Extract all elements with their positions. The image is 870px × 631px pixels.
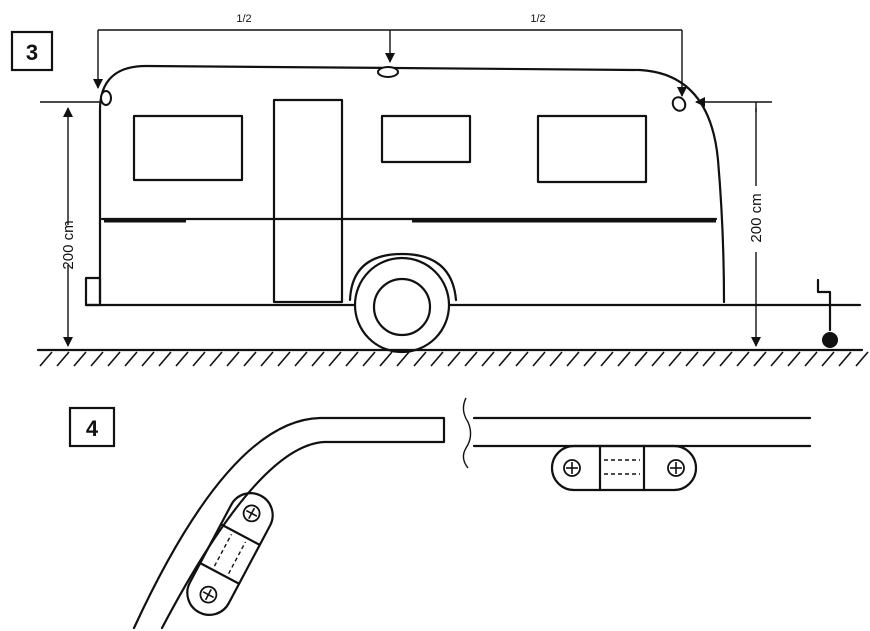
roof-marker-left: [100, 90, 112, 106]
ground-hatch: [583, 351, 597, 367]
ground-hatch: [73, 351, 87, 367]
ground-hatch: [464, 351, 478, 367]
ground-hatch: [736, 351, 750, 367]
window-left: [132, 114, 244, 182]
roof-marker-center: [377, 66, 399, 78]
screw-icon: [199, 585, 218, 604]
ground-hatch: [107, 351, 121, 367]
left-height-dimension: 200 cm: [40, 101, 100, 347]
corner-rail: [132, 416, 446, 630]
ground-hatch: [617, 351, 631, 367]
ground-hatch: [719, 351, 733, 367]
screw-icon: [667, 459, 685, 477]
caravan-body: [84, 64, 862, 307]
ground-hatch: [804, 351, 818, 367]
right-height-label: 200 cm: [748, 193, 765, 242]
ground-hatch: [90, 351, 104, 367]
ground-hatch: [294, 351, 308, 367]
figure-4: 4: [68, 397, 812, 630]
ground-hatch: [753, 351, 767, 367]
window-center: [380, 114, 472, 164]
screw-icon: [563, 459, 581, 477]
ground-line: [36, 348, 869, 367]
ground-hatch: [549, 351, 563, 367]
left-height-label: 200 cm: [60, 220, 77, 269]
ground-hatch: [651, 351, 665, 367]
ground-hatch: [311, 351, 325, 367]
ground-hatch: [787, 351, 801, 367]
ground-hatch: [158, 351, 172, 367]
ground-hatch: [770, 351, 784, 367]
right-height-dimension: 200 cm: [695, 97, 772, 347]
ground-hatch: [515, 351, 529, 367]
ground-hatch: [413, 351, 427, 367]
figure-4-number: 4: [86, 416, 99, 441]
ground-hatch: [328, 351, 342, 367]
half-label-left: 1/2: [236, 13, 251, 25]
ground-hatch: [362, 351, 376, 367]
ground-hatch: [566, 351, 580, 367]
ground-hatch: [702, 351, 716, 367]
ground-hatch: [498, 351, 512, 367]
ground-hatch: [685, 351, 699, 367]
ground-hatch: [175, 351, 189, 367]
ground-hatch: [855, 351, 869, 367]
half-label-right: 1/2: [530, 13, 545, 25]
figure-4-label-box: [68, 406, 116, 448]
width-dimension: 1/2 1/2: [93, 13, 687, 97]
figure-3-number: 3: [26, 40, 38, 65]
ground-hatch: [192, 351, 206, 367]
ground-hatch: [243, 351, 257, 367]
ground-hatch: [447, 351, 461, 367]
ground-hatch: [277, 351, 291, 367]
break-mark: [462, 397, 472, 469]
ground-hatch: [634, 351, 648, 367]
ground-hatch: [430, 351, 444, 367]
ground-hatch: [39, 351, 53, 367]
figure-3: 3 1/2 1/2 200 cm 200 cm: [10, 13, 869, 367]
roof-marker-right: [671, 96, 687, 112]
door: [272, 98, 344, 304]
ground-hatch: [141, 351, 155, 367]
ground-hatch: [821, 351, 835, 367]
wheel: [348, 252, 458, 354]
ground-hatch: [260, 351, 274, 367]
window-right: [536, 114, 648, 184]
corner-rail-clip: [186, 492, 274, 616]
screw-icon: [242, 504, 261, 523]
ground-hatch: [56, 351, 70, 367]
figure-3-label-box: [10, 30, 54, 72]
ground-hatch: [226, 351, 240, 367]
ground-hatch: [668, 351, 682, 367]
ground-hatch: [209, 351, 223, 367]
straight-rail: [472, 416, 812, 448]
ground-hatch: [600, 351, 614, 367]
straight-rail-clip: [550, 444, 698, 492]
ground-hatch: [345, 351, 359, 367]
ground-hatch: [379, 351, 393, 367]
ground-hatch: [396, 351, 410, 367]
jockey-wheel: [816, 278, 838, 348]
ground-hatch: [481, 351, 495, 367]
ground-hatch: [532, 351, 546, 367]
ground-hatch: [838, 351, 852, 367]
ground-hatch: [124, 351, 138, 367]
